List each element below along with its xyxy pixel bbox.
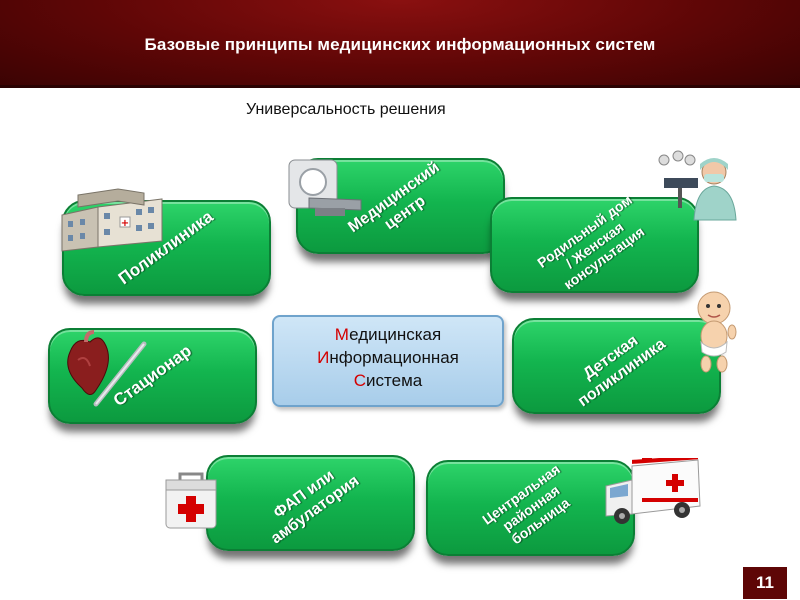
- center-line2: нформационная: [329, 348, 459, 367]
- card-maternity: Родильный дом / Женская консультация: [490, 192, 699, 293]
- ct-scanner-icon: [288, 159, 362, 216]
- center-line3: истема: [366, 371, 423, 390]
- page-number: 11: [743, 567, 787, 599]
- card-children-polyclinic: Детская поликлиника: [512, 318, 721, 414]
- baby-icon: [697, 291, 737, 373]
- heart-icon: [67, 330, 147, 407]
- slide-title: Базовые принципы медицинских информацион…: [144, 35, 656, 54]
- svg-text:+: +: [121, 218, 129, 229]
- card-fap: ФАП или амбулатория: [206, 455, 415, 551]
- center-line1-initial: М: [334, 325, 350, 344]
- building-icon: +: [61, 188, 163, 252]
- first-aid-kit-icon: [165, 472, 217, 529]
- ambulance-icon: [605, 458, 701, 524]
- center-box: Медицинская Информационная Система: [272, 315, 504, 407]
- center-line1: едицинская: [349, 325, 442, 344]
- card-central-hospital: Центральная районная больница: [426, 460, 635, 556]
- center-line2-initial: И: [317, 348, 330, 367]
- header-bar: Базовые принципы медицинских информацион…: [0, 0, 800, 88]
- doctor-icon: [658, 150, 737, 221]
- center-line3-initial: С: [353, 371, 367, 390]
- subtitle: Универсальность решения: [246, 101, 446, 118]
